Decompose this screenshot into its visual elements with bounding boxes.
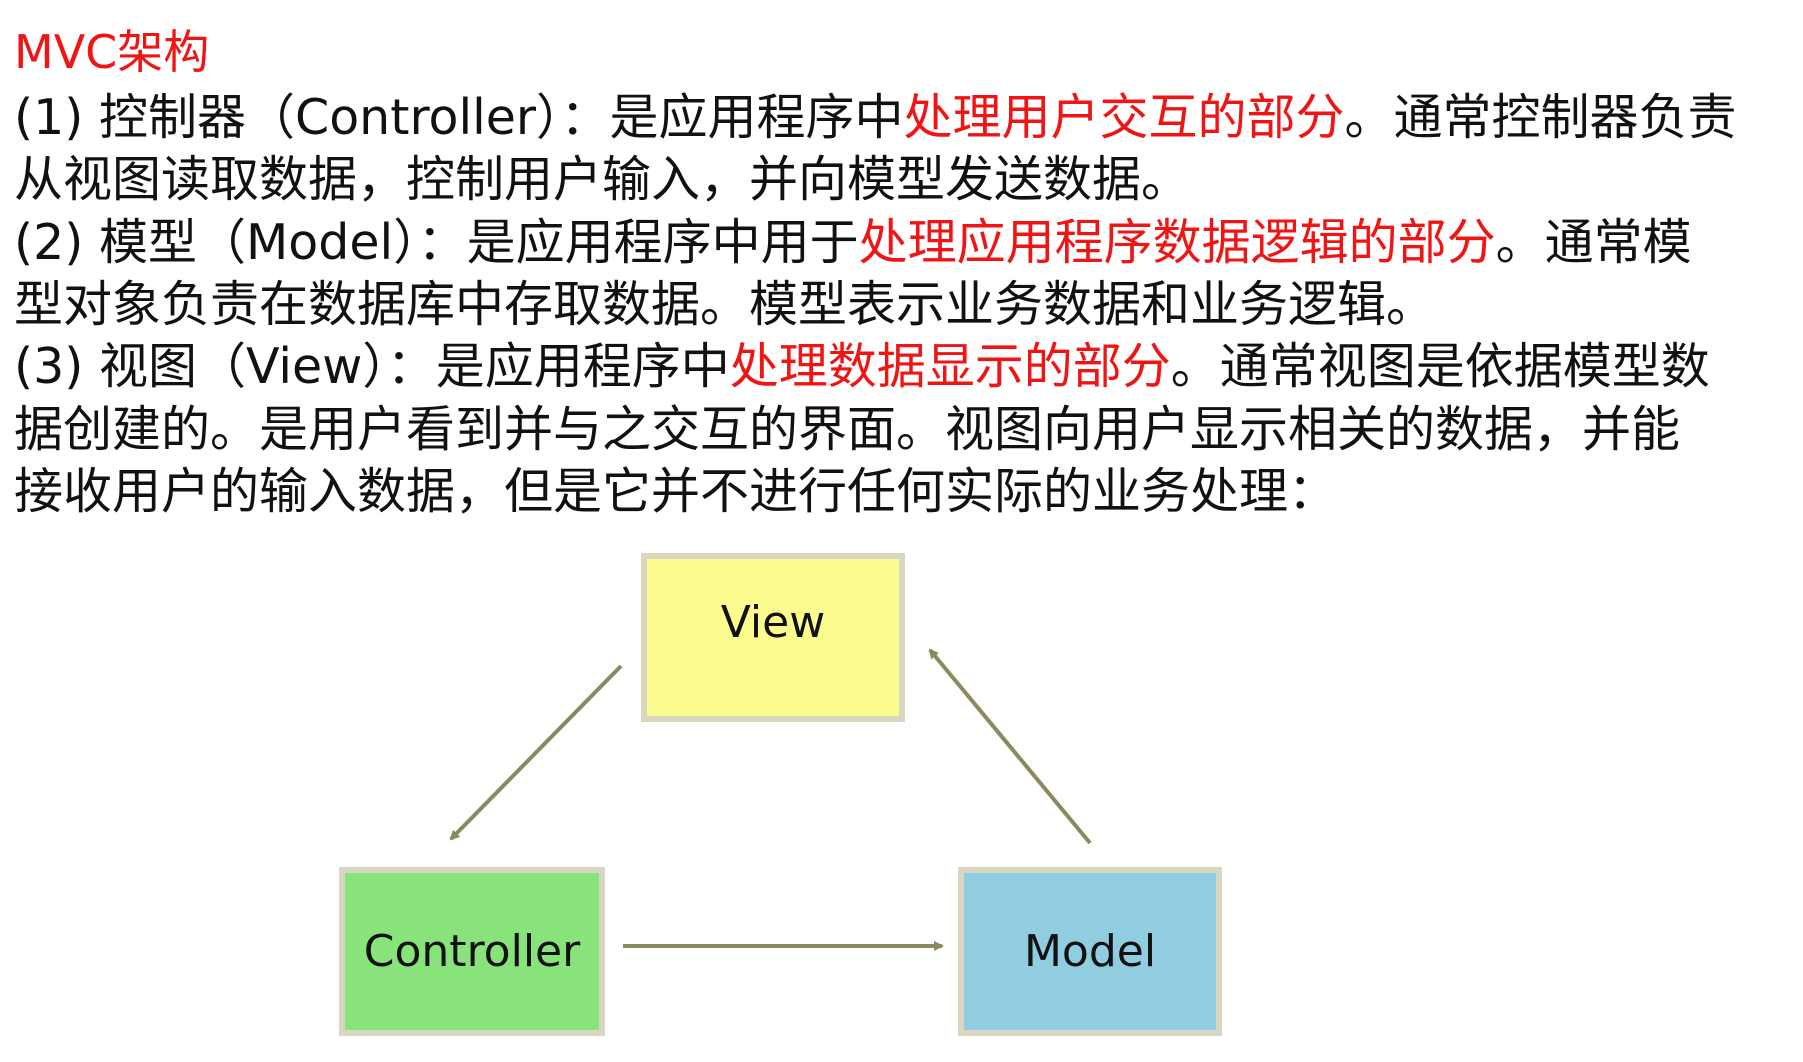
paragraph-1-line: 从视图读取数据，控制用户输入，并向模型发送数据。 [14, 149, 1190, 211]
paragraph-1-line: (1) 控制器（Controller）：是应用程序中处理用户交互的部分。通常控制… [14, 87, 1737, 149]
text-segment: 接收用户的输入数据，但是它并不进行任何实际的业务处理： [14, 462, 1338, 520]
text-segment: (1) 控制器（Controller）：是应用程序中 [14, 89, 904, 146]
text-segment: 型对象负责在数据库中存取数据。模型表示业务数据和业务逻辑。 [14, 275, 1436, 333]
text-segment: 。通常视图是依据模型数 [1170, 338, 1710, 396]
model-box: Model [958, 867, 1222, 1036]
paragraph-3-line: 接收用户的输入数据，但是它并不进行任何实际的业务处理： [14, 461, 1337, 523]
highlight-text: 处理数据显示的部分 [729, 338, 1171, 396]
paragraph-3-line: 据创建的。是用户看到并与之交互的界面。视图向用户显示相关的数据，并能 [14, 399, 1680, 461]
text-segment: (2) 模型（Model）：是应用程序中用于 [14, 213, 859, 271]
view-label: View [720, 597, 826, 648]
arrow-view-to-controller [449, 664, 623, 841]
text-segment: 从视图读取数据，控制用户输入，并向模型发送数据。 [14, 151, 1191, 209]
highlight-text: 处理应用程序数据逻辑的部分 [858, 213, 1496, 271]
paragraph-2-line: (2) 模型（Model）：是应用程序中用于处理应用程序数据逻辑的部分。通常模 [14, 212, 1692, 274]
text-segment: 据创建的。是用户看到并与之交互的界面。视图向用户显示相关的数据，并能 [14, 400, 1681, 458]
text-segment: 。通常模 [1495, 213, 1692, 271]
paragraph-3-line: (3) 视图（View）：是应用程序中处理数据显示的部分。通常视图是依据模型数 [14, 336, 1710, 398]
highlight-text: 处理用户交互的部分 [903, 89, 1345, 146]
page-title: MVC架构 [14, 25, 210, 79]
arrow-model-to-view [928, 648, 1092, 845]
paragraph-2-line: 型对象负责在数据库中存取数据。模型表示业务数据和业务逻辑。 [14, 274, 1435, 336]
view-box: View [641, 553, 905, 722]
controller-box: Controller [339, 867, 605, 1036]
controller-label: Controller [363, 926, 581, 977]
model-label: Model [1023, 926, 1157, 977]
text-segment: (3) 视图（View）：是应用程序中 [14, 338, 730, 396]
text-segment: 。通常控制器负责 [1344, 89, 1737, 146]
